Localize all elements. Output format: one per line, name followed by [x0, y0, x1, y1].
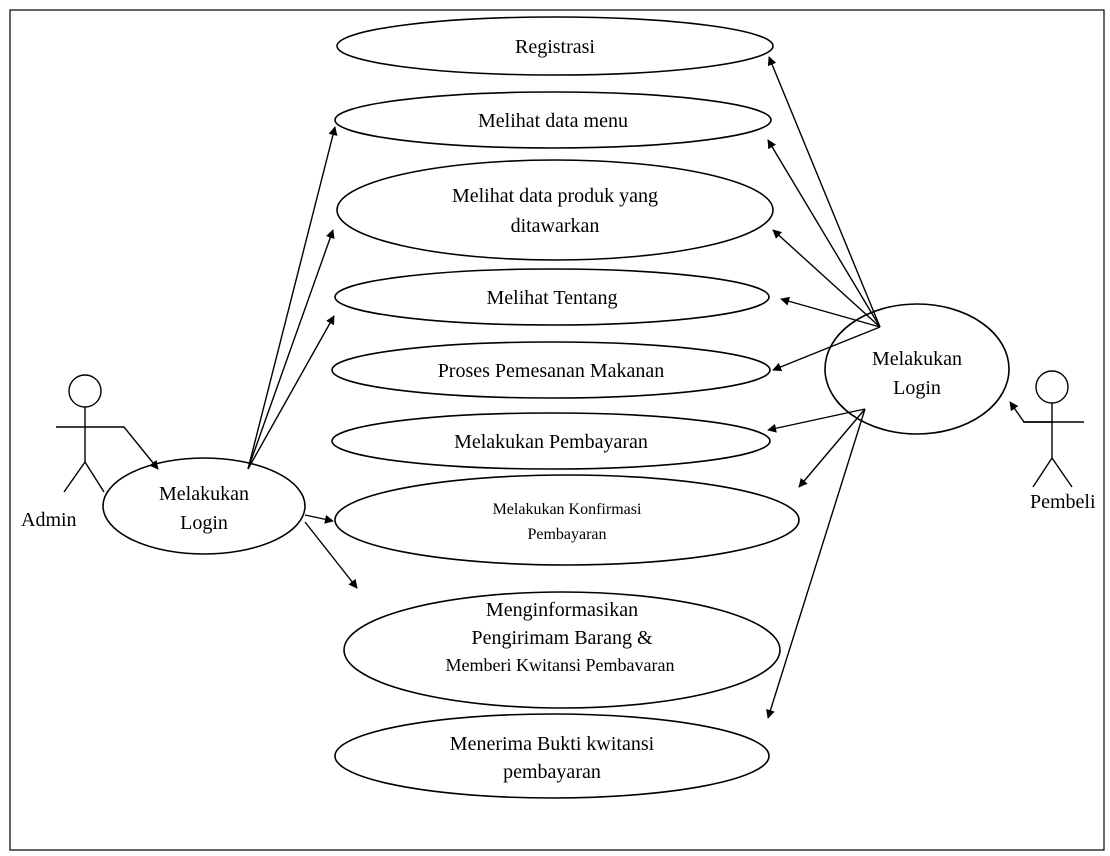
- label-konfirmasi-1: Melakukan Konfirmasi: [493, 501, 642, 518]
- arrow-admin-konfirmasi: [304, 514, 334, 524]
- label-melihat-produk-1: Melihat data produk yang: [452, 185, 658, 207]
- usecase-login-admin: [102, 457, 306, 555]
- label-login-admin-1: Melakukan: [159, 483, 249, 505]
- pembeli-label: Pembeli: [1030, 491, 1096, 513]
- arrow-pembeli-konfirmasi: [798, 408, 866, 488]
- usecase-login-pembeli: [824, 303, 1010, 435]
- label-login-admin-2: Login: [180, 512, 228, 534]
- arrow-pembeli-to-login: [1009, 401, 1052, 423]
- label-menginformasikan-3: Memberi Kwitansi Pembavaran: [446, 655, 675, 675]
- pembeli-actor: [1023, 370, 1084, 488]
- usecase-menginformasikan: [343, 591, 781, 709]
- admin-head: [68, 374, 102, 408]
- usecase-melihat-produk: [336, 159, 774, 261]
- diagram-frame: [9, 9, 1105, 851]
- label-proses-pemesanan: Proses Pemesanan Makanan: [438, 360, 665, 382]
- usecase-proses-pemesanan: [331, 341, 771, 399]
- label-menginformasikan-2: Pengirimam Barang &: [471, 627, 653, 649]
- label-melihat-produk-2: ditawarkan: [511, 215, 600, 237]
- arrow-admin-melihat-menu: [247, 126, 338, 470]
- usecase-melakukan-pembayaran: [331, 412, 771, 470]
- arrow-admin-melihat-produk: [247, 229, 335, 470]
- label-menerima-bukti-2: pembayaran: [503, 761, 601, 783]
- label-menginformasikan-1: Menginformasikan: [486, 599, 638, 621]
- arrow-pembeli-melihat-produk: [772, 229, 881, 328]
- admin-label: Admin: [21, 509, 77, 531]
- pembeli-head: [1035, 370, 1069, 404]
- arrow-pembeli-menerima-bukti: [766, 408, 866, 719]
- arrow-pembeli-melihat-tentang: [780, 296, 881, 328]
- usecase-melihat-tentang: [334, 268, 770, 326]
- arrow-pembeli-pembayaran: [767, 408, 866, 433]
- admin-actor: [56, 374, 115, 493]
- arrow-admin-menginformasikan: [304, 521, 358, 589]
- arrow-admin-to-login: [115, 426, 159, 470]
- label-menerima-bukti-1: Menerima Bukti kwitansi: [450, 733, 655, 755]
- arrow-pembeli-pemesanan: [772, 326, 881, 372]
- arrow-pembeli-melihat-menu: [767, 139, 881, 328]
- usecase-konfirmasi-pembayaran: [334, 474, 800, 566]
- label-melihat-menu: Melihat data menu: [478, 110, 628, 132]
- usecase-melihat-menu: [334, 91, 772, 149]
- arrow-pembeli-registrasi: [767, 56, 881, 328]
- arrow-admin-melihat-tentang: [247, 315, 335, 470]
- label-melakukan-pembayaran: Melakukan Pembayaran: [454, 431, 648, 453]
- usecase-menerima-bukti: [334, 713, 770, 799]
- label-registrasi: Registrasi: [515, 36, 595, 58]
- label-melihat-tentang: Melihat Tentang: [487, 287, 618, 309]
- label-konfirmasi-2: Pembayaran: [527, 526, 606, 543]
- label-login-pembeli-2: Login: [893, 377, 941, 399]
- usecase-registrasi: [336, 16, 774, 76]
- label-login-pembeli-1: Melakukan: [872, 348, 962, 370]
